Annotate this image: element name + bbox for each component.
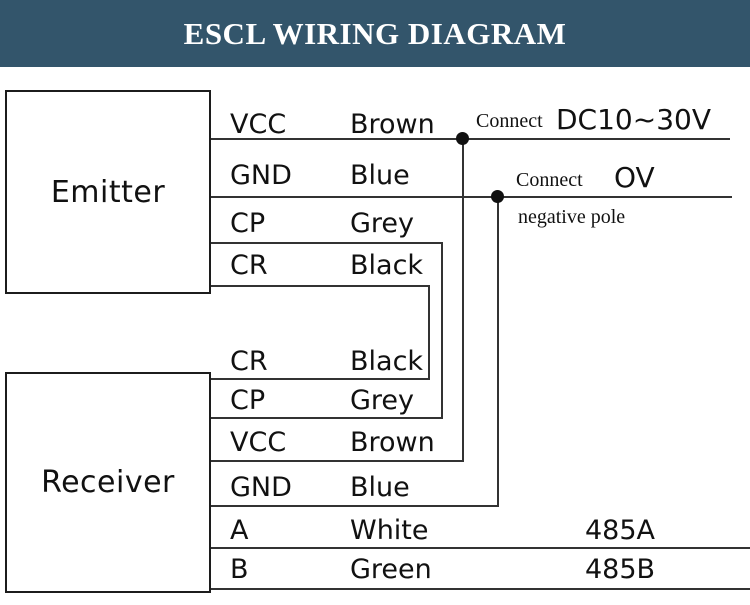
wire-receiver-a <box>211 547 750 549</box>
emitter-gnd-pin: GND <box>230 160 292 191</box>
receiver-a-pin: A <box>230 515 249 546</box>
receiver-vcc-pin: VCC <box>230 427 287 458</box>
wire-receiver-cr <box>211 378 430 380</box>
emitter-gnd-color: Blue <box>350 160 410 191</box>
receiver-b-bus: 485B <box>585 554 656 585</box>
power-value-label: DC10~30V <box>556 103 711 136</box>
emitter-cp-pin: CP <box>230 208 266 239</box>
wire-receiver-cp <box>211 417 443 419</box>
receiver-a-bus: 485A <box>585 515 656 546</box>
emitter-vcc-pin: VCC <box>230 109 287 140</box>
header-band <box>0 0 750 67</box>
emitter-vcc-color: Brown <box>350 109 435 140</box>
receiver-gnd-pin: GND <box>230 472 292 503</box>
link-vcc-emitter-receiver <box>462 138 464 462</box>
ground-note-label: negative pole <box>518 206 626 228</box>
wire-emitter-cp <box>211 242 443 244</box>
receiver-cp-color: Grey <box>350 385 415 416</box>
emitter-cr-pin: CR <box>230 250 268 281</box>
receiver-a-color: White <box>350 515 429 546</box>
link-gnd-emitter-receiver <box>497 196 499 507</box>
receiver-block: Receiver <box>5 372 211 593</box>
ground-value-label: OV <box>614 161 655 194</box>
wire-emitter-gnd <box>211 196 732 198</box>
receiver-vcc-color: Brown <box>350 427 435 458</box>
link-cp-emitter-receiver <box>441 242 443 419</box>
receiver-label: Receiver <box>41 465 175 500</box>
connect-power-label: Connect <box>476 110 543 132</box>
wire-receiver-vcc <box>211 460 464 462</box>
page-title: ESCL WIRING DIAGRAM <box>183 15 567 51</box>
link-cr-emitter-receiver <box>428 285 430 380</box>
emitter-label: Emitter <box>50 174 166 210</box>
junction-dot-vcc <box>456 132 469 145</box>
emitter-block: Emitter <box>5 90 211 294</box>
connect-ground-label: Connect <box>516 169 583 191</box>
receiver-gnd-color: Blue <box>350 472 410 503</box>
wire-receiver-gnd <box>211 505 499 507</box>
emitter-cr-color: Black <box>350 250 424 281</box>
junction-dot-gnd <box>491 190 504 203</box>
receiver-b-pin: B <box>230 554 249 585</box>
receiver-cr-pin: CR <box>230 346 268 377</box>
emitter-cp-color: Grey <box>350 208 415 239</box>
receiver-b-color: Green <box>350 554 432 585</box>
receiver-cp-pin: CP <box>230 385 266 416</box>
receiver-cr-color: Black <box>350 346 424 377</box>
wire-receiver-b <box>211 588 750 590</box>
wire-emitter-vcc <box>211 138 730 140</box>
wire-emitter-cr <box>211 285 430 287</box>
